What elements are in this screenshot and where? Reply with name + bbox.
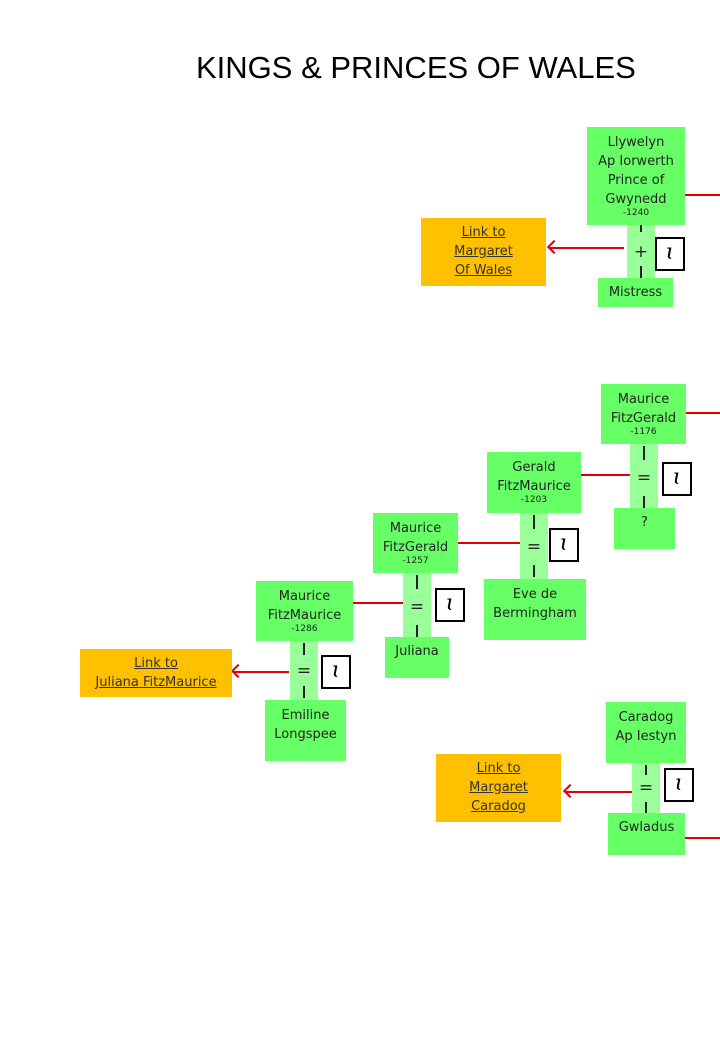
marriage-line	[303, 643, 305, 655]
person-date: -1203	[520, 495, 548, 505]
connector-line	[685, 194, 720, 196]
link-arrow	[566, 791, 632, 793]
person-name: Llywelyn Ap Iorwerth Prince of Gwynedd	[598, 135, 674, 207]
person-juliana[interactable]: Juliana	[385, 637, 449, 678]
person-name: Maurice FitzGerald	[382, 521, 449, 555]
info-icon[interactable]: ɩ	[321, 655, 351, 689]
marriage-line	[640, 224, 642, 232]
person-name: Gerald FitzMaurice	[497, 460, 571, 494]
person-gerald-fitzmaurice[interactable]: Gerald FitzMaurice -1203	[487, 452, 581, 513]
connector-line	[581, 474, 630, 476]
link-margaret-caradog[interactable]: Link to Margaret Caradog	[436, 754, 561, 822]
person-mistress[interactable]: Mistress	[598, 278, 673, 307]
info-icon[interactable]: ɩ	[549, 528, 579, 562]
marriage-line	[645, 765, 647, 775]
info-icon[interactable]: ɩ	[664, 768, 694, 802]
info-icon[interactable]: ɩ	[435, 588, 465, 622]
link-juliana-fitzmaurice[interactable]: Link to Juliana FitzMaurice	[80, 649, 232, 697]
info-icon[interactable]: ɩ	[662, 462, 692, 496]
person-maurice-fitzgerald-1257[interactable]: Maurice FitzGerald -1257	[373, 513, 458, 573]
person-date: -1240	[622, 208, 650, 218]
marriage-equals-symbol: =	[409, 597, 425, 617]
person-name: Maurice FitzMaurice	[267, 589, 342, 623]
marriage-equals-symbol: =	[636, 468, 652, 488]
connector-line	[353, 602, 403, 604]
info-icon[interactable]: ɩ	[655, 237, 685, 271]
marriage-equals-symbol: =	[296, 661, 312, 681]
person-name: Caradog Ap Iestyn	[615, 710, 677, 744]
person-name: Eve de Bermingham	[493, 587, 577, 621]
marriage-line	[640, 266, 642, 278]
marriage-line	[533, 565, 535, 577]
connector-line	[458, 542, 520, 544]
person-name: Emiline Longspee	[274, 708, 337, 742]
person-date: -1257	[402, 556, 429, 566]
person-date: -1286	[291, 624, 318, 634]
person-unknown[interactable]: ?	[614, 508, 675, 549]
person-date: -1176	[630, 427, 657, 437]
person-maurice-fitzmaurice-1286[interactable]: Maurice FitzMaurice -1286	[256, 581, 353, 641]
link-margaret-of-wales[interactable]: Link to Margaret Of Wales	[421, 218, 546, 286]
person-caradog-ap-iestyn[interactable]: Caradog Ap Iestyn	[606, 702, 686, 763]
marriage-plus-symbol: +	[633, 242, 649, 262]
marriage-line	[643, 496, 645, 508]
person-gwladus[interactable]: Gwladus	[608, 813, 685, 855]
person-eve-de-bermingham[interactable]: Eve de Bermingham	[484, 579, 586, 640]
marriage-line	[416, 575, 418, 589]
marriage-equals-symbol: =	[638, 778, 654, 798]
person-maurice-fitzgerald-1176[interactable]: Maurice FitzGerald -1176	[601, 384, 686, 444]
connector-line	[686, 412, 720, 414]
marriage-line	[416, 625, 418, 637]
link-arrow	[550, 247, 624, 249]
marriage-line	[645, 802, 647, 813]
marriage-line	[643, 446, 645, 460]
marriage-line	[533, 515, 535, 529]
marriage-line	[303, 686, 305, 698]
page-title: KINGS & PRINCES OF WALES	[196, 50, 636, 85]
marriage-equals-symbol: =	[526, 537, 542, 557]
link-arrow	[234, 671, 289, 673]
person-name: ?	[641, 515, 648, 530]
person-name: Mistress	[608, 285, 663, 300]
person-llywelyn[interactable]: Llywelyn Ap Iorwerth Prince of Gwynedd -…	[587, 127, 685, 225]
person-name: Juliana	[395, 644, 439, 659]
person-name: Gwladus	[618, 820, 675, 835]
person-name: Maurice FitzGerald	[610, 392, 677, 426]
connector-line	[685, 837, 720, 839]
person-emiline-longspee[interactable]: Emiline Longspee	[265, 700, 346, 761]
